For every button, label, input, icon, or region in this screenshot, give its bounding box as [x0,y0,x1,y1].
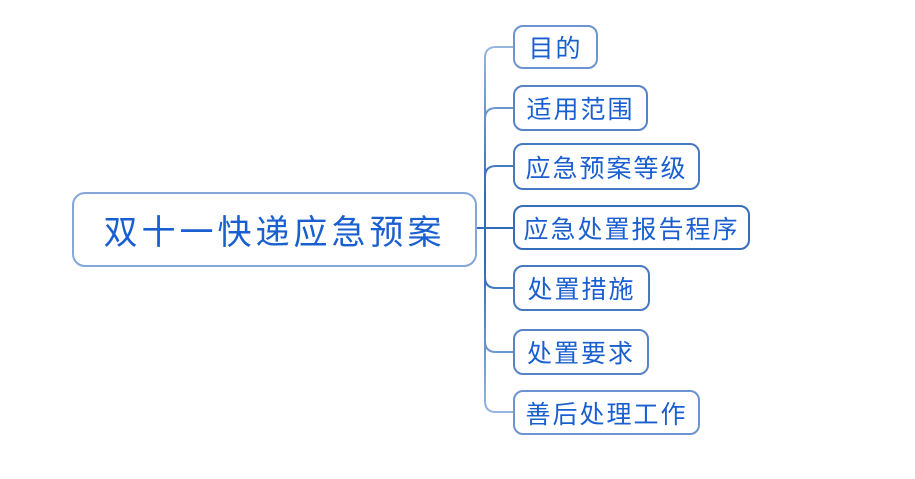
topic-label: 处置要求 [526,341,635,368]
connector-topic6 [484,340,513,353]
topic-label: 目的 [528,36,583,63]
mindmap-topic-requirements[interactable]: 处置要求 [513,329,649,375]
mindmap-topic-purpose[interactable]: 目的 [513,25,598,69]
connector-topic3 [484,165,513,178]
topic-label: 善后处理工作 [525,401,688,429]
topic-label: 适用范围 [526,97,635,124]
topic-label: 应急预案等级 [525,155,688,183]
connector-topic1 [484,46,513,59]
mindmap-topic-aftermath[interactable]: 善后处理工作 [513,390,700,435]
mindmap-topic-plan-level[interactable]: 应急预案等级 [513,143,700,190]
mindmap-topic-measures[interactable]: 处置措施 [513,265,650,311]
topic-label: 应急处置报告程序 [523,216,740,244]
topic-label: 处置措施 [527,277,636,304]
mindmap-root-node[interactable]: 双十一快递应急预案 [72,192,477,267]
connector-topic5 [484,276,513,289]
root-node-label: 双十一快递应急预案 [103,215,446,252]
mindmap-topic-report-procedure[interactable]: 应急处置报告程序 [513,205,750,250]
connector-topic7 [484,400,513,413]
connector-topic2 [484,107,513,120]
mindmap-topic-scope[interactable]: 适用范围 [513,85,648,131]
